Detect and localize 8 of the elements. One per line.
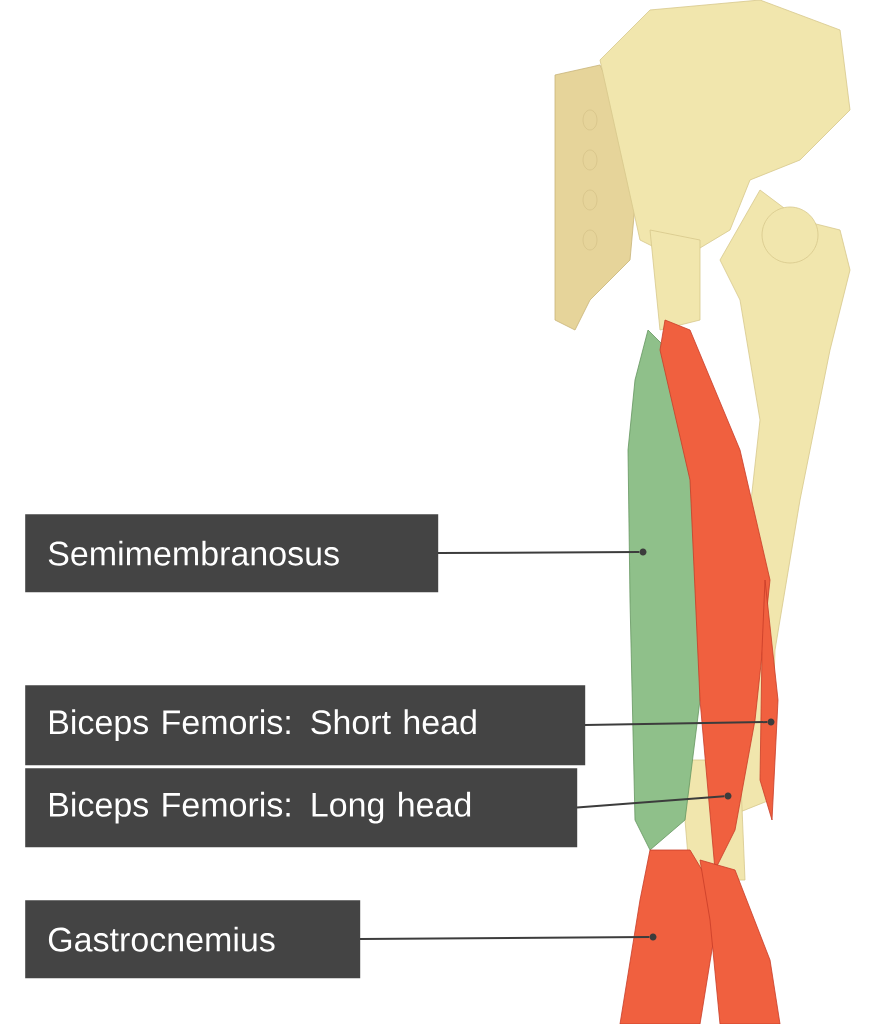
label-box: Semimembranosus bbox=[25, 514, 439, 593]
leader-line bbox=[584, 721, 769, 726]
leader-line bbox=[576, 795, 726, 809]
leader-line bbox=[437, 551, 641, 554]
label-box: Gastrocnemius bbox=[25, 900, 361, 979]
leader-line bbox=[359, 936, 651, 940]
label-box: Biceps Femoris: Long head bbox=[25, 768, 578, 848]
label-box: Biceps Femoris: Short head bbox=[25, 685, 586, 766]
